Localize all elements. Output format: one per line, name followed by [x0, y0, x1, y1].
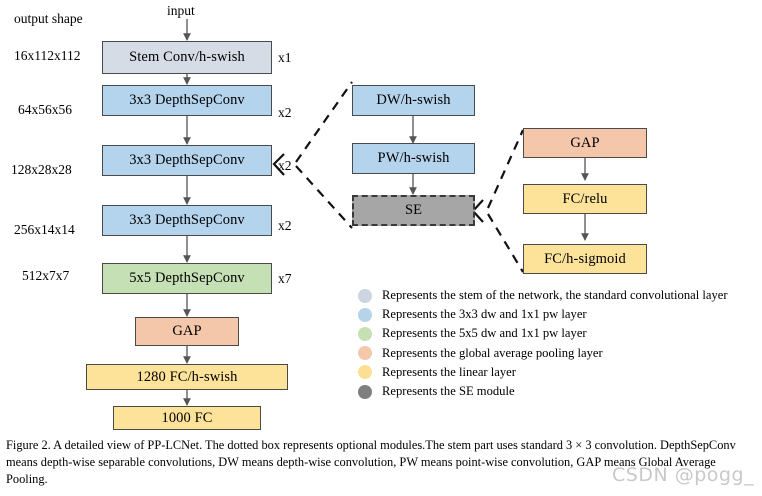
legend-label-stem: Represents the stem of the network, the … — [382, 288, 728, 303]
repeat-label-1: x2 — [278, 105, 292, 120]
output-shape-0: 16x112x112 — [14, 48, 81, 63]
node-fc-1280[interactable]: 1280 FC/h-swish — [86, 364, 288, 390]
legend-item: Represents the global average pooling la… — [358, 344, 758, 363]
legend: Represents the stem of the network, the … — [358, 286, 758, 401]
figure-caption: Figure 2. A detailed view of PP-LCNet. T… — [6, 438, 736, 486]
legend-item: Represents the 3x3 dw and 1x1 pw layer — [358, 305, 758, 324]
output-shape-3: 256x14x14 — [14, 222, 75, 237]
node-gap-main[interactable]: GAP — [135, 317, 239, 346]
repeat-label-3: x2 — [278, 218, 292, 233]
output-shape-1: 64x56x56 — [18, 102, 72, 117]
legend-swatch-5x5-icon — [358, 326, 372, 341]
legend-item: Represents the SE module — [358, 382, 758, 401]
repeat-label-4: x7 — [278, 271, 292, 286]
node-fc-relu[interactable]: FC/relu — [523, 184, 647, 214]
input-label: input — [167, 3, 195, 18]
node-fc-1000[interactable]: 1000 FC — [113, 406, 261, 430]
repeat-label-0: x1 — [278, 50, 292, 65]
legend-label-se: Represents the SE module — [382, 384, 515, 399]
legend-item: Represents the linear layer — [358, 363, 758, 382]
node-se-module[interactable]: SE — [352, 195, 475, 226]
node-stem-conv[interactable]: Stem Conv/h-swish — [102, 41, 272, 74]
repeat-label-2: x2 — [278, 158, 292, 173]
node-depthsepconv-3x3-a[interactable]: 3x3 DepthSepConv — [102, 85, 272, 116]
output-shape-header: output shape — [14, 11, 83, 26]
legend-label-3x3: Represents the 3x3 dw and 1x1 pw layer — [382, 307, 587, 322]
legend-swatch-linear-icon — [358, 365, 372, 380]
legend-label-gap: Represents the global average pooling la… — [382, 345, 603, 360]
legend-label-linear: Represents the linear layer — [382, 364, 516, 379]
node-depthsepconv-3x3-c[interactable]: 3x3 DepthSepConv — [102, 205, 272, 236]
node-pw-hswish[interactable]: PW/h-swish — [352, 143, 475, 174]
legend-item: Represents the stem of the network, the … — [358, 286, 758, 305]
legend-swatch-gap-icon — [358, 346, 372, 361]
node-depthsepconv-3x3-b[interactable]: 3x3 DepthSepConv — [102, 145, 272, 176]
node-fc-hsigmoid[interactable]: FC/h-sigmoid — [523, 244, 647, 274]
legend-label-5x5: Represents the 5x5 dw and 1x1 pw layer — [382, 326, 587, 341]
legend-swatch-se-icon — [358, 384, 372, 399]
node-depthsepconv-5x5[interactable]: 5x5 DepthSepConv — [102, 263, 272, 294]
node-dw-hswish[interactable]: DW/h-swish — [352, 85, 475, 116]
output-shape-2: 128x28x28 — [11, 162, 72, 177]
legend-item: Represents the 5x5 dw and 1x1 pw layer — [358, 324, 758, 343]
legend-swatch-3x3-icon — [358, 307, 372, 322]
node-gap-se[interactable]: GAP — [523, 128, 647, 158]
output-shape-4: 512x7x7 — [22, 268, 70, 283]
legend-swatch-stem-icon — [358, 288, 372, 303]
